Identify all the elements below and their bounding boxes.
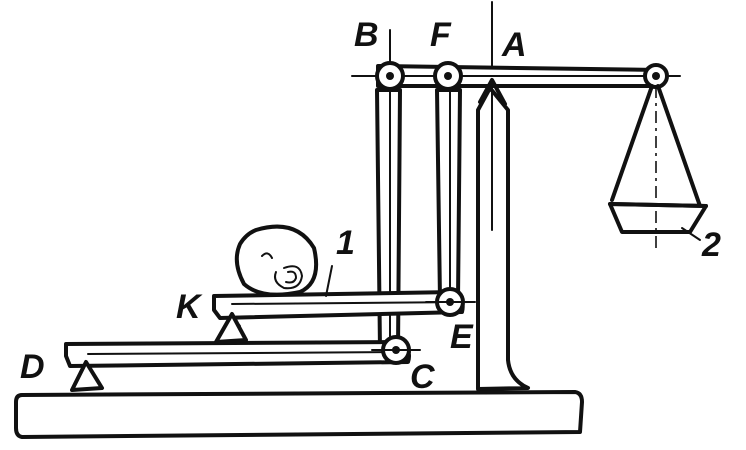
rod-fe xyxy=(435,88,462,302)
label-e: E xyxy=(450,318,474,356)
label-2: 2 xyxy=(701,226,721,264)
weight-pan xyxy=(608,84,708,252)
label-f: F xyxy=(430,16,452,54)
label-a: A xyxy=(501,26,527,64)
base-platform xyxy=(14,390,584,439)
label-1: 1 xyxy=(336,224,355,262)
label-d: D xyxy=(20,348,45,386)
label-c: C xyxy=(410,358,435,396)
knife-edge-a xyxy=(478,78,507,106)
pivot-f xyxy=(433,61,463,91)
label-k: K xyxy=(176,288,203,326)
fulcrum-k-apex xyxy=(225,314,241,327)
central-column xyxy=(476,86,530,391)
pivot-pan xyxy=(643,63,669,89)
fulcrum-k xyxy=(214,312,248,344)
lever-ke-platform xyxy=(212,290,465,320)
label-b: B xyxy=(354,16,379,54)
load-object xyxy=(234,224,333,297)
lever-dc-axis xyxy=(87,351,411,355)
fulcrum-d-apex xyxy=(79,362,95,375)
pivot-b xyxy=(375,61,405,91)
